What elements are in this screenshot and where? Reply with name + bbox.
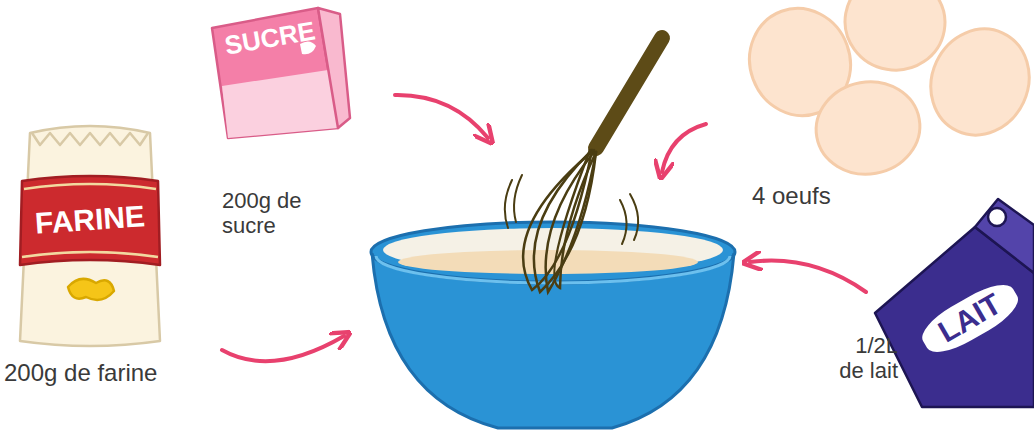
bag-crimp <box>32 133 148 145</box>
quantity-caption: 1/2L de lait <box>828 333 898 384</box>
motion-line <box>620 200 627 244</box>
bag-band <box>20 176 160 265</box>
box-front <box>212 8 338 138</box>
pour-arrow <box>395 95 488 138</box>
egg <box>914 13 1034 151</box>
quantity-caption: 4 oeufs <box>752 182 892 210</box>
box-lower <box>222 70 338 138</box>
band-stripe <box>24 184 156 189</box>
batter <box>398 250 698 274</box>
whisk-wire <box>554 150 596 288</box>
bag-body <box>20 126 160 346</box>
quantity-caption: 200g de farine <box>4 359 219 387</box>
arrows <box>222 95 866 361</box>
milk-carton: LAIT1/2L de lait <box>870 195 1034 405</box>
whisk-wire <box>534 150 596 292</box>
egg <box>809 74 927 183</box>
pour-arrow <box>662 124 706 172</box>
eggs <box>735 0 1034 182</box>
motion-line <box>505 180 512 228</box>
quantity-caption: 200g de sucre <box>222 188 307 239</box>
band-stripe <box>22 252 158 257</box>
carton-top <box>975 199 1034 273</box>
motion-line <box>514 175 522 222</box>
wheat-logo <box>68 279 114 300</box>
whisk <box>505 38 662 292</box>
bowl <box>371 222 735 428</box>
whisk-handle <box>596 38 662 148</box>
motion-line <box>630 194 638 240</box>
sugar-box-outline <box>200 0 350 140</box>
flour-bag: FARINE200g de farine <box>10 115 170 350</box>
box-side <box>318 8 350 128</box>
pour-arrow <box>750 261 866 292</box>
pour-arrow <box>222 336 344 361</box>
carton-cap <box>988 208 1006 226</box>
sugar-box: SUCRE200g de sucre <box>200 0 350 140</box>
